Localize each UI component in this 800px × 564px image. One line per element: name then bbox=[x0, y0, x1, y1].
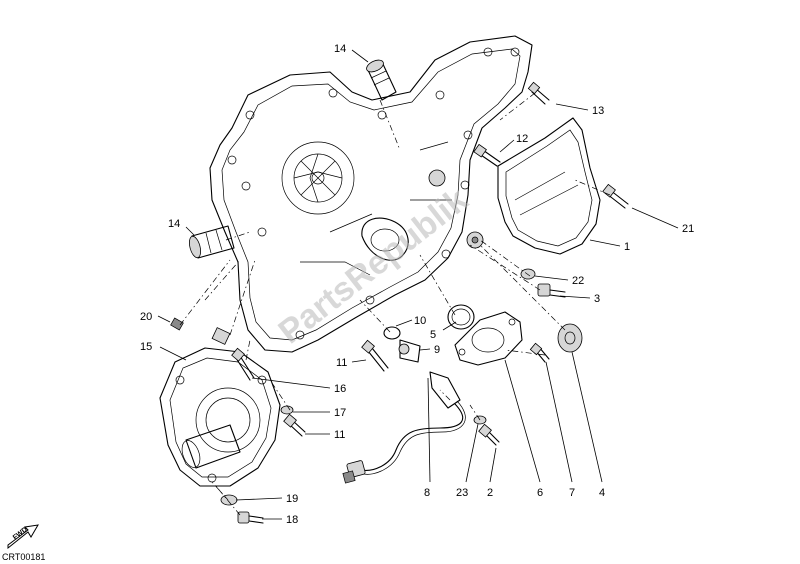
callout-5: 5 bbox=[430, 329, 436, 341]
drawing-code: CRT00181 bbox=[2, 552, 45, 562]
fwd-arrow-icon: FWD bbox=[7, 524, 39, 550]
sprocket-cover bbox=[497, 117, 601, 255]
assembly-lines bbox=[179, 92, 611, 516]
callout-labels: 14 13 12 14 21 1 22 3 20 10 5 15 9 11 16… bbox=[140, 43, 694, 526]
callout-8: 8 bbox=[424, 487, 430, 499]
callout-22: 22 bbox=[572, 275, 584, 287]
callout-9: 9 bbox=[434, 344, 440, 356]
hose-spigot-left bbox=[188, 225, 235, 259]
callout-1: 1 bbox=[624, 241, 630, 253]
callout-20: 20 bbox=[140, 311, 152, 323]
callout-6: 6 bbox=[537, 487, 543, 499]
callout-12: 12 bbox=[516, 133, 528, 145]
callout-17: 17 bbox=[334, 407, 346, 419]
callout-11-lower: 11 bbox=[334, 429, 345, 441]
engine-side-cover bbox=[209, 35, 533, 353]
callout-14-top: 14 bbox=[334, 43, 346, 55]
hose-spigot-top bbox=[366, 59, 397, 101]
callout-16: 16 bbox=[334, 383, 346, 395]
water-pump-cover bbox=[159, 347, 281, 487]
callout-14-left: 14 bbox=[168, 218, 180, 230]
callout-13: 13 bbox=[592, 105, 604, 117]
callout-18: 18 bbox=[286, 514, 298, 526]
callout-11-upper: 11 bbox=[336, 357, 347, 369]
callout-2: 2 bbox=[487, 487, 493, 499]
callout-3: 3 bbox=[594, 293, 600, 305]
callout-4: 4 bbox=[599, 487, 605, 499]
watermark: PartsRepublik bbox=[272, 181, 476, 352]
callout-21: 21 bbox=[682, 223, 694, 235]
leader-lines bbox=[157, 49, 679, 520]
callout-19: 19 bbox=[286, 493, 298, 505]
callout-10: 10 bbox=[414, 315, 426, 327]
callout-23: 23 bbox=[456, 487, 468, 499]
gasket-plate bbox=[454, 311, 523, 366]
hardware-parts bbox=[170, 81, 629, 524]
sensor-with-cable bbox=[342, 371, 466, 484]
callout-7: 7 bbox=[569, 487, 575, 499]
callout-15: 15 bbox=[140, 341, 152, 353]
